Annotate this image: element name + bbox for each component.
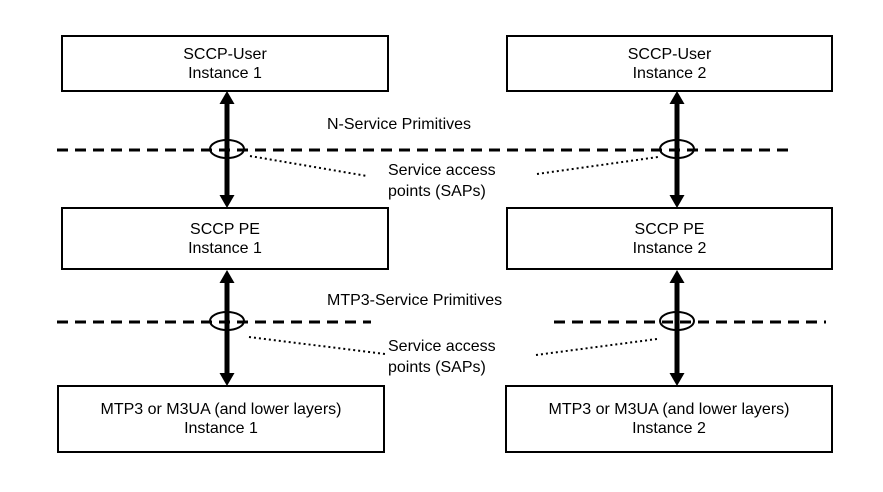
sap-leader-line-upper-right [536,156,659,175]
bidirectional-arrow-user-pe-2 [669,91,685,208]
box-sccp-user-instance-1: SCCP-User Instance 1 [61,35,389,92]
box-subtitle: Instance 1 [184,420,258,437]
sap-ellipse-lower-2 [659,311,695,331]
label-n-service-primitives: N-Service Primitives [327,116,472,133]
box-mtp3-m3ua-instance-2: MTP3 or M3UA (and lower layers) Instance… [505,385,833,453]
box-title: SCCP PE [190,220,260,238]
sap-ellipse-upper-2 [659,139,695,159]
label-service-access-points-lower: Service access points (SAPs) [388,336,496,378]
sap-leader-line-upper-left [249,155,368,177]
label-line: points (SAPs) [388,359,486,376]
sap-leader-line-lower-right [535,338,658,356]
sap-ellipse-lower-1 [209,311,245,331]
box-mtp3-m3ua-instance-1: MTP3 or M3UA (and lower layers) Instance… [57,385,385,453]
box-title: SCCP-User [183,45,267,63]
box-title: MTP3 or M3UA (and lower layers) [100,401,342,418]
box-title: MTP3 or M3UA (and lower layers) [548,401,790,418]
label-line: points (SAPs) [388,183,486,200]
box-title: SCCP PE [634,220,705,238]
box-sccp-pe-instance-2: SCCP PE Instance 2 [506,207,833,270]
label-mtp3-service-primitives: MTP3-Service Primitives [327,292,503,309]
label-service-access-points-upper: Service access points (SAPs) [388,160,496,202]
box-subtitle: Instance 1 [188,239,262,257]
box-subtitle: Instance 2 [632,420,706,437]
box-sccp-user-instance-2: SCCP-User Instance 2 [506,35,833,92]
box-sccp-pe-instance-1: SCCP PE Instance 1 [61,207,389,270]
sap-ellipse-upper-1 [209,139,245,159]
bidirectional-arrow-pe-mtp3-2 [669,270,685,386]
label-line: Service access [388,162,496,179]
label-line: Service access [388,338,496,355]
box-subtitle: Instance 1 [188,64,262,82]
sap-leader-line-lower-left [248,336,386,355]
box-title: SCCP-User [627,45,712,63]
bidirectional-arrow-user-pe-1 [219,91,235,208]
bidirectional-arrow-pe-mtp3-1 [219,270,235,386]
box-subtitle: Instance 2 [632,64,707,82]
box-subtitle: Instance 2 [632,239,707,257]
